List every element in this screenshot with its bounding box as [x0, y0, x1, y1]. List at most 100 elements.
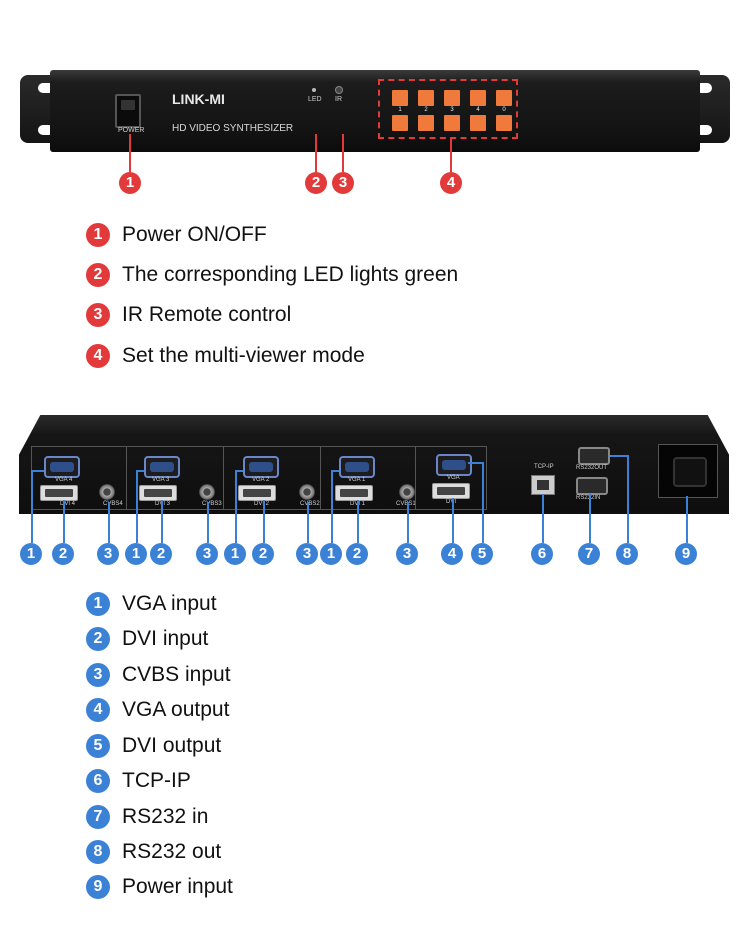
mode-keypad: 1 2 3 4 0	[378, 79, 518, 139]
legend-text: RS232 in	[122, 805, 209, 828]
leader-line	[63, 500, 65, 543]
mode-key-9[interactable]	[470, 115, 486, 131]
legend-item: 1 Power ON/OFF	[86, 221, 267, 249]
legend-number: 2	[86, 263, 110, 287]
power-input-socket[interactable]	[658, 444, 718, 498]
rear-marker: 2	[252, 543, 274, 565]
vga-input-4[interactable]	[44, 456, 80, 478]
vga-input-3[interactable]	[144, 456, 180, 478]
legend-text: Power ON/OFF	[122, 223, 267, 246]
mode-key-0[interactable]	[496, 90, 512, 106]
legend-item: 4 Set the multi-viewer mode	[86, 342, 365, 370]
rear-marker: 1	[320, 543, 342, 565]
led-indicator	[312, 88, 316, 92]
rear-marker: 3	[196, 543, 218, 565]
port-label: TCP-IP	[534, 464, 554, 470]
rs232-out-port[interactable]	[578, 447, 610, 465]
dvi-output[interactable]	[432, 483, 470, 499]
legend-text: TCP-IP	[122, 769, 191, 792]
vga-input-2[interactable]	[243, 456, 279, 478]
model-label: HD VIDEO SYNTHESIZER	[172, 123, 294, 134]
rear-marker: 1	[125, 543, 147, 565]
tcp-ip-port[interactable]	[531, 475, 555, 495]
mode-key-2[interactable]	[418, 90, 434, 106]
leader-line	[31, 470, 44, 472]
mode-key-7[interactable]	[418, 115, 434, 131]
port-label: VGA	[447, 475, 460, 481]
output-bay	[415, 446, 487, 510]
leader-line	[331, 470, 333, 543]
dvi-input-2[interactable]	[238, 485, 276, 501]
rear-marker: 9	[675, 543, 697, 565]
leader-line	[235, 470, 243, 472]
leader-line	[136, 470, 138, 543]
dvi-input-3[interactable]	[139, 485, 177, 501]
port-label: VGA 1	[348, 477, 366, 483]
port-label: CVBS1	[396, 501, 416, 507]
leader-line	[589, 494, 591, 543]
mode-key-1[interactable]	[392, 90, 408, 106]
legend-item: 9 Power input	[86, 873, 233, 901]
key-label: 0	[502, 107, 506, 113]
port-label: CVBS2	[300, 501, 320, 507]
leader-line	[331, 470, 339, 472]
rs232-in-port[interactable]	[576, 477, 608, 495]
front-marker: 4	[440, 172, 462, 194]
cvbs-input-1[interactable]	[399, 484, 415, 500]
rear-marker: 5	[471, 543, 493, 565]
cvbs-input-4[interactable]	[99, 484, 115, 500]
legend-item: 7 RS232 in	[86, 803, 208, 831]
port-label: DVI 4	[60, 501, 76, 507]
dvi-input-1[interactable]	[335, 485, 373, 501]
port-label: VGA 4	[55, 477, 73, 483]
dvi-input-4[interactable]	[40, 485, 78, 501]
legend-number: 5	[86, 734, 110, 758]
key-label: 2	[424, 107, 428, 113]
front-marker: 1	[119, 172, 141, 194]
port-label: CVBS4	[103, 501, 123, 507]
vga-output[interactable]	[436, 454, 472, 476]
leader-line	[627, 455, 629, 543]
legend-item: 4 VGA output	[86, 696, 229, 724]
mode-key-3[interactable]	[444, 90, 460, 106]
leader-line	[161, 500, 163, 543]
rear-marker: 6	[531, 543, 553, 565]
brand-logo: LINK-MI	[172, 91, 225, 107]
leader-line	[263, 500, 265, 543]
mode-key-10[interactable]	[496, 115, 512, 131]
power-switch[interactable]	[115, 94, 141, 128]
legend-text: VGA input	[122, 592, 217, 615]
led-label: LED	[308, 96, 322, 103]
leader-line	[482, 462, 484, 543]
legend-item: 5 DVI output	[86, 732, 221, 760]
port-label: VGA 2	[252, 477, 270, 483]
leader-line	[610, 455, 627, 457]
vga-input-1[interactable]	[339, 456, 375, 478]
legend-number: 1	[86, 223, 110, 247]
legend-item: 2 DVI input	[86, 625, 208, 653]
legend-text: VGA output	[122, 698, 230, 721]
leader-line	[207, 502, 209, 543]
leader-line	[357, 500, 359, 543]
port-label: RS232OUT	[576, 465, 608, 471]
legend-number: 7	[86, 805, 110, 829]
port-label: VGA 3	[152, 477, 170, 483]
legend-number: 4	[86, 344, 110, 368]
port-label: DVI	[446, 499, 457, 505]
legend-number: 9	[86, 875, 110, 899]
cvbs-input-3[interactable]	[199, 484, 215, 500]
rear-marker: 4	[441, 543, 463, 565]
legend-text: IR Remote control	[122, 303, 292, 326]
mode-key-4[interactable]	[470, 90, 486, 106]
mode-key-8[interactable]	[444, 115, 460, 131]
rear-marker: 1	[20, 543, 42, 565]
rear-marker: 1	[224, 543, 246, 565]
rear-marker: 2	[346, 543, 368, 565]
front-marker: 3	[332, 172, 354, 194]
mode-key-6[interactable]	[392, 115, 408, 131]
legend-text: RS232 out	[122, 840, 222, 863]
cvbs-input-2[interactable]	[299, 484, 315, 500]
legend-number: 6	[86, 769, 110, 793]
rear-marker: 2	[150, 543, 172, 565]
legend-text: DVI output	[122, 734, 222, 757]
